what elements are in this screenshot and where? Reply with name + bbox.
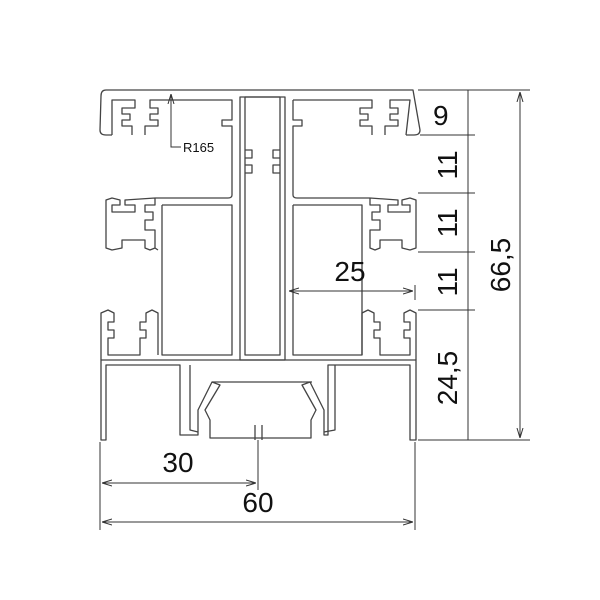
lower-right-slots <box>361 309 417 360</box>
top-flange <box>99 89 421 136</box>
central-web <box>239 96 286 361</box>
t-slot <box>111 99 136 135</box>
t-slot <box>155 99 233 199</box>
bottom-channel <box>189 365 336 433</box>
middle-left-slots <box>105 197 233 356</box>
radius-annotation: R165 <box>171 94 214 155</box>
dim-pitch-2: 11 <box>432 208 463 237</box>
dim-top-flange: 9 <box>433 100 449 131</box>
vertical-dimensions: 9 11 11 11 24,5 66,5 <box>418 89 530 441</box>
t-slot <box>292 100 370 199</box>
dim-overall-width: 60 <box>242 487 273 518</box>
lower-left-slots <box>100 309 159 360</box>
dim-center-width: 30 <box>162 447 193 478</box>
profile-outline <box>99 89 421 441</box>
dim-pitch-3: 11 <box>432 267 463 296</box>
dim-bottom-section: 24,5 <box>432 351 463 406</box>
t-slot <box>384 99 411 136</box>
radius-label: R165 <box>183 140 214 155</box>
web-notches <box>245 149 280 174</box>
center-mark <box>254 425 263 440</box>
horizontal-dimensions: 25 30 60 <box>99 256 416 530</box>
t-slot <box>144 99 172 135</box>
dim-overall-height: 66,5 <box>485 238 516 293</box>
bottom-section <box>100 359 417 441</box>
dim-pitch-1: 11 <box>432 150 463 179</box>
central-channel <box>244 96 281 356</box>
dim-offset-25: 25 <box>334 256 365 287</box>
t-slot <box>293 99 373 135</box>
